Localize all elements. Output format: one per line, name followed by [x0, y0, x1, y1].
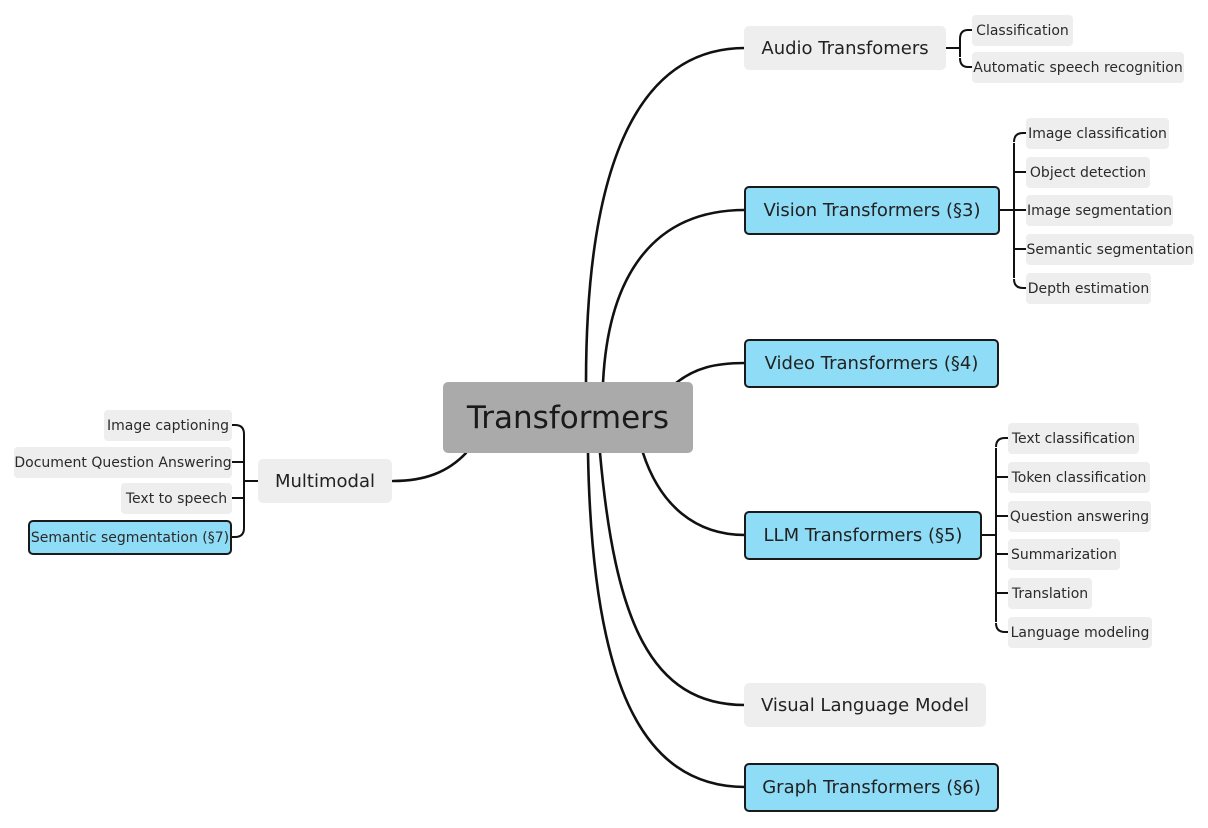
branch-vision-transformers[interactable]: Vision Transformers (§3) — [744, 186, 1000, 235]
branch-label: Video Transformers (§4) — [764, 353, 979, 374]
leaf-label: Automatic speech recognition — [973, 59, 1183, 76]
leaf-label: Image classification — [1028, 125, 1167, 142]
branch-multimodal[interactable]: Multimodal — [258, 459, 392, 503]
leaf-label: Token classification — [1011, 469, 1147, 486]
branch-label: LLM Transformers (§5) — [763, 525, 963, 546]
bracket-llm — [982, 437, 1008, 633]
leaf-label: Depth estimation — [1027, 280, 1150, 297]
leaf-label: Translation — [1011, 585, 1089, 602]
leaf-summarization[interactable]: Summarization — [1008, 539, 1120, 570]
bracket-multimodal — [232, 424, 258, 538]
edge-root-video — [674, 361, 747, 385]
leaf-semantic-segmentation-multimodal[interactable]: Semantic segmentation (§7) — [28, 520, 232, 555]
edge-root-vision — [601, 208, 747, 385]
leaf-image-captioning[interactable]: Image captioning — [104, 410, 232, 441]
leaf-label: Image segmentation — [1026, 202, 1173, 219]
leaf-label: Semantic segmentation — [1026, 241, 1194, 258]
leaf-language-modeling[interactable]: Language modeling — [1008, 617, 1152, 648]
edge-root-vlm — [598, 451, 747, 707]
branch-audio-transformers[interactable]: Audio Transfomers — [744, 26, 946, 70]
leaf-label: Language modeling — [1010, 624, 1150, 641]
leaf-document-question-answering[interactable]: Document Question Answering — [14, 447, 232, 478]
leaf-label: Question answering — [1009, 508, 1150, 525]
leaf-label: Text to speech — [125, 490, 228, 507]
leaf-text-to-speech[interactable]: Text to speech — [121, 483, 232, 514]
leaf-depth-estimation[interactable]: Depth estimation — [1026, 273, 1151, 304]
leaf-label: Document Question Answering — [14, 454, 232, 471]
bracket-vision — [1000, 132, 1026, 289]
leaf-question-answering[interactable]: Question answering — [1008, 501, 1151, 532]
leaf-audio-classification[interactable]: Classification — [972, 15, 1073, 46]
leaf-object-detection[interactable]: Object detection — [1026, 157, 1150, 188]
leaf-image-segmentation[interactable]: Image segmentation — [1026, 195, 1173, 226]
leaf-semantic-segmentation[interactable]: Semantic segmentation — [1026, 234, 1194, 265]
leaf-token-classification[interactable]: Token classification — [1008, 462, 1150, 493]
leaf-label: Classification — [976, 22, 1069, 39]
leaf-label: Image captioning — [107, 417, 229, 434]
leaf-translation[interactable]: Translation — [1008, 578, 1092, 609]
branch-label: Graph Transformers (§6) — [762, 777, 981, 798]
branch-label: Audio Transfomers — [761, 37, 929, 59]
leaf-label: Text classification — [1011, 430, 1136, 447]
edge-root-multimodal — [391, 451, 468, 483]
leaf-label: Semantic segmentation (§7) — [30, 529, 230, 546]
edge-root-llm — [641, 451, 747, 537]
branch-visual-language-model[interactable]: Visual Language Model — [744, 683, 986, 727]
leaf-automatic-speech-recognition[interactable]: Automatic speech recognition — [972, 52, 1184, 83]
branch-label: Multimodal — [274, 470, 375, 492]
root-label: Transformers — [466, 399, 670, 436]
branch-video-transformers[interactable]: Video Transformers (§4) — [744, 339, 999, 388]
branch-graph-transformers[interactable]: Graph Transformers (§6) — [744, 763, 999, 812]
edge-root-audio — [584, 46, 747, 385]
branch-label: Visual Language Model — [760, 694, 970, 716]
leaf-image-classification[interactable]: Image classification — [1026, 118, 1169, 149]
bracket-audio — [946, 29, 972, 68]
edge-root-graph — [586, 451, 747, 789]
leaf-label: Object detection — [1029, 164, 1147, 181]
leaf-text-classification[interactable]: Text classification — [1008, 423, 1139, 454]
branch-llm-transformers[interactable]: LLM Transformers (§5) — [744, 511, 982, 560]
root-node[interactable]: Transformers — [443, 382, 693, 453]
leaf-label: Summarization — [1010, 546, 1117, 563]
branch-label: Vision Transformers (§3) — [763, 200, 981, 221]
